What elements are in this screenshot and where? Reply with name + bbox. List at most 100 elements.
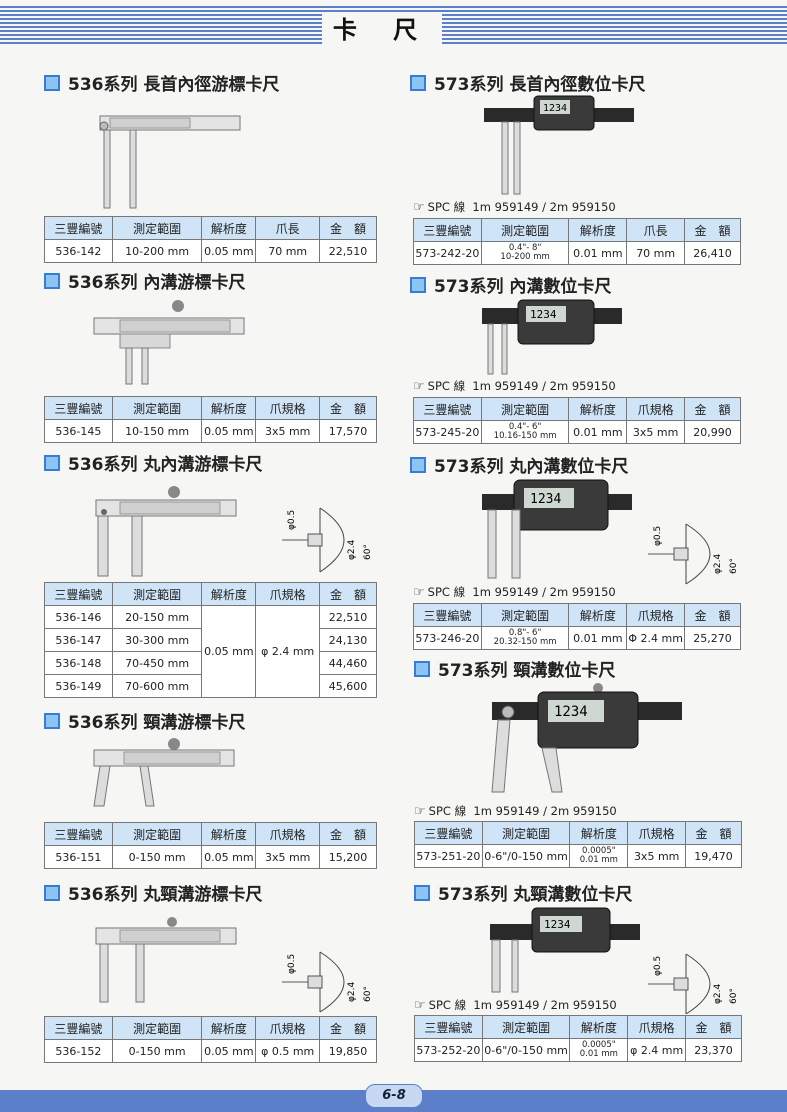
dim-label: 60° (729, 558, 739, 574)
spec-table: 三豐編號 測定範圍 解析度 爪規格 金 額 536-151 0-150 mm 0… (44, 822, 377, 869)
column-header: 金 額 (685, 1015, 742, 1039)
digital-caliper-image: 1234 (491, 683, 682, 793)
dim-label: φ0.5 (653, 956, 663, 976)
section-title: 573系列 內溝數位卡尺 (410, 272, 611, 297)
spec-table: 三豐編號 測定範圍 解析度 爪長 金 額 536-142 10-200 mm 0… (44, 216, 377, 263)
column-header: 解析度 (569, 821, 629, 845)
dim-label: 60° (363, 544, 373, 560)
dim-label: φ2.4 (713, 553, 723, 574)
page-header: 卡 尺 (0, 0, 787, 50)
column-header: 爪規格 (626, 603, 686, 627)
column-header: 爪規格 (255, 1016, 321, 1040)
hand-pointer-icon: ☞ (414, 997, 426, 1013)
digital-caliper-image: 1234 (484, 95, 634, 195)
digital-caliper-image: 1234 (482, 299, 622, 375)
table-row: 536-151 0-150 mm 0.05 mm 3x5 mm 15,200 (44, 845, 377, 869)
dim-label: φ0.5 (287, 954, 297, 974)
column-header: 三豐編號 (413, 218, 482, 242)
spec-table: 三豐編號 測定範圍 解析度 爪規格 金 額 536-152 0-150 mm 0… (44, 1016, 377, 1063)
column-header: 爪規格 (627, 1015, 687, 1039)
column-header: 三豐編號 (414, 1015, 483, 1039)
vernier-caliper-image (95, 917, 237, 1003)
dim-label: φ0.5 (653, 526, 663, 546)
column-header: 爪長 (626, 218, 686, 242)
column-header: 解析度 (568, 603, 628, 627)
column-header: 爪規格 (626, 397, 686, 421)
spc-cable-note: ☞ SPC 線 1m 959149 / 2m 959150 (414, 803, 617, 819)
table-row: 536-149 70-600 mm 45,600 (44, 674, 377, 698)
jaw-dimension-diagram: φ0.5 φ2.4 60° (282, 507, 373, 573)
vernier-caliper-image (93, 300, 245, 385)
spec-table: 三豐編號 測定範圍 解析度 爪長 金 額 573-242-20 0.4"- 8"… (413, 218, 741, 265)
column-header: 解析度 (201, 1016, 257, 1040)
column-header: 解析度 (201, 216, 257, 240)
spc-cable-note: ☞ SPC 線 1m 959149 / 2m 959150 (413, 199, 616, 215)
spc-cable-note: ☞ SPC 線 1m 959149 / 2m 959150 (413, 584, 616, 600)
column-header: 三豐編號 (44, 582, 113, 606)
column-header: 金 額 (684, 218, 741, 242)
dim-label: 60° (729, 988, 739, 1004)
square-bullet-icon (414, 884, 430, 901)
section-title: 573系列 丸頸溝數位卡尺 (414, 880, 632, 905)
spec-table: 三豐編號 測定範圍 解析度 爪規格 金 額 536-145 10-150 mm … (44, 396, 377, 443)
column-header: 測定範圍 (111, 582, 203, 606)
dim-label: 60° (363, 986, 373, 1002)
column-header: 爪規格 (255, 582, 321, 606)
column-header: 金 額 (319, 396, 377, 420)
section-title: 573系列 頸溝數位卡尺 (414, 656, 615, 681)
hand-pointer-icon: ☞ (413, 199, 425, 215)
square-bullet-icon (410, 456, 426, 473)
lcd-display: 1234 (543, 103, 567, 114)
jaw-dimension-diagram: φ0.5 φ2.4 60° (648, 523, 739, 585)
column-header: 解析度 (568, 218, 628, 242)
spec-table: 三豐編號 測定範圍 解析度 爪規格 金 額 573-246-20 0.8"- 6… (413, 603, 741, 650)
square-bullet-icon (44, 454, 60, 471)
square-bullet-icon (44, 884, 60, 901)
table-row: 573-251-20 0-6"/0-150 mm 0.0005"0.01 mm … (414, 844, 742, 868)
column-header: 三豐編號 (44, 216, 113, 240)
column-header: 爪規格 (627, 821, 687, 845)
vernier-caliper-image (95, 486, 237, 577)
section-title: 536系列 內溝游標卡尺 (44, 268, 245, 293)
lcd-display: 1234 (530, 308, 557, 321)
jaw-dimension-diagram: φ0.5 φ2.4 60° (648, 953, 739, 1015)
column-header: 測定範圍 (481, 1015, 571, 1039)
dim-label: φ2.4 (347, 981, 357, 1002)
digital-caliper-image: 1234 (482, 479, 632, 579)
column-header: 三豐編號 (44, 396, 113, 420)
column-header: 解析度 (201, 822, 257, 846)
square-bullet-icon (410, 74, 426, 91)
square-bullet-icon (44, 272, 60, 289)
column-header: 金 額 (685, 821, 742, 845)
column-header: 金 額 (684, 603, 741, 627)
page-number: 6-8 (365, 1084, 423, 1108)
hand-pointer-icon: ☞ (414, 803, 426, 819)
column-header: 爪規格 (255, 822, 321, 846)
lcd-display: 1234 (530, 492, 561, 507)
section-title: 573系列 長首內徑數位卡尺 (410, 70, 645, 95)
table-row: 573-252-20 0-6"/0-150 mm 0.0005"0.01 mm … (414, 1038, 742, 1062)
column-header: 解析度 (201, 582, 257, 606)
spec-table: 三豐編號 測定範圍 解析度 爪規格 金 額 573-245-20 0.4"- 6… (413, 397, 741, 444)
table-row: 573-245-20 0.4"- 6"10.16-150 mm 0.01 mm … (413, 420, 741, 444)
square-bullet-icon (44, 712, 60, 729)
lcd-display: 1234 (544, 918, 571, 931)
column-header: 測定範圍 (480, 397, 570, 421)
section-title: 573系列 丸內溝數位卡尺 (410, 452, 628, 477)
column-header: 解析度 (201, 396, 257, 420)
column-header: 測定範圍 (111, 822, 203, 846)
column-header: 金 額 (684, 397, 741, 421)
column-header: 金 額 (319, 822, 377, 846)
vernier-caliper-image (99, 115, 241, 209)
column-header: 測定範圍 (111, 216, 203, 240)
column-header: 三豐編號 (413, 603, 482, 627)
column-header: 測定範圍 (111, 396, 203, 420)
column-header: 金 額 (319, 582, 377, 606)
column-header: 三豐編號 (44, 822, 113, 846)
column-header: 三豐編號 (44, 1016, 113, 1040)
jaw-dimension-diagram: φ0.5 φ2.4 60° (282, 951, 373, 1013)
square-bullet-icon (414, 660, 430, 677)
hand-pointer-icon: ☞ (413, 378, 425, 394)
dim-label: φ2.4 (347, 539, 357, 560)
column-header: 金 額 (319, 216, 377, 240)
